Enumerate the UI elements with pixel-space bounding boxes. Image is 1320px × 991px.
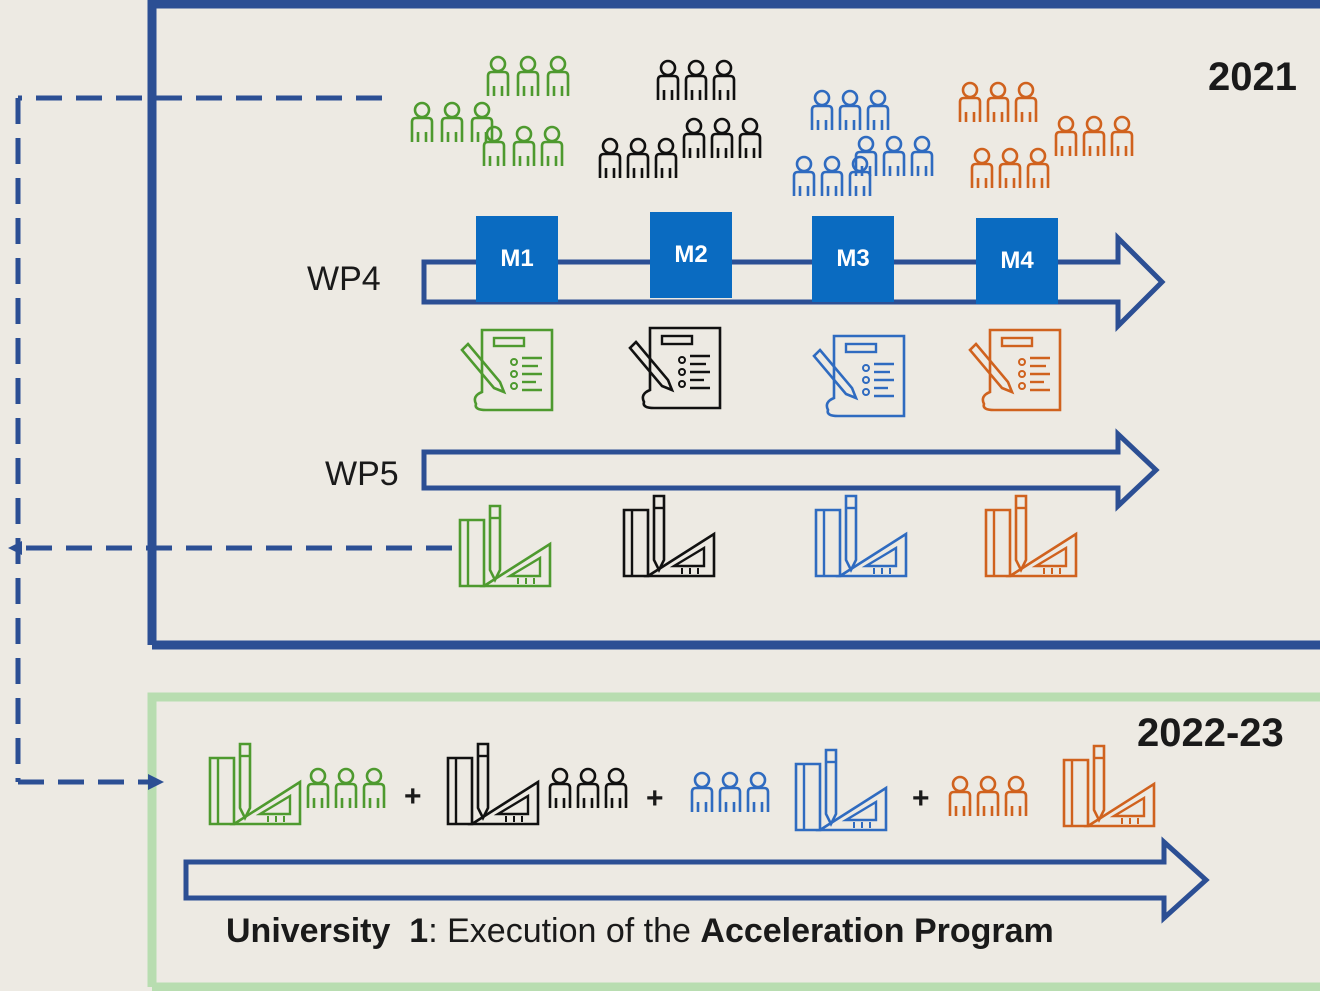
wp4-label: WP4 <box>307 260 381 298</box>
caption-acceleration: Acceleration <box>700 912 905 950</box>
checklist-document-icon <box>460 328 554 412</box>
checklist-document-icon <box>968 328 1062 412</box>
design-tools-icon <box>1062 744 1156 828</box>
wp4-arrow <box>421 231 1166 333</box>
design-tools-icon <box>458 504 552 588</box>
year-label-2021: 2021 <box>1208 55 1297 99</box>
people-group-icon <box>792 89 934 198</box>
design-tools-icon <box>814 494 908 578</box>
caption-text: : Execution of the <box>428 912 701 950</box>
plus-sign: + <box>404 780 422 813</box>
execution-arrow <box>183 836 1210 924</box>
plus-sign: + <box>646 782 664 815</box>
design-tools-icon <box>794 748 888 832</box>
plus-sign: + <box>912 782 930 815</box>
execution-caption: University 1: Execution of the Accelerat… <box>226 912 1054 951</box>
caption-space <box>904 912 913 950</box>
people-group-icon <box>306 767 386 810</box>
frame-2022-23 <box>147 692 1320 991</box>
wp5-arrow <box>421 428 1160 512</box>
people-group-icon <box>958 81 1134 190</box>
arrowhead-left-icon <box>8 541 22 555</box>
people-group-icon <box>948 775 1028 818</box>
people-group-icon <box>690 771 770 814</box>
year-label-2022-23: 2022-23 <box>1137 711 1284 755</box>
design-tools-icon <box>208 742 302 826</box>
milestone-m3: M3 <box>812 216 894 302</box>
caption-university: University 1 <box>226 912 429 950</box>
frame-2021 <box>147 0 1320 650</box>
dashed-flow-arrow <box>15 95 452 785</box>
people-group-icon <box>548 767 628 810</box>
milestone-m2: M2 <box>650 212 732 298</box>
checklist-document-icon <box>628 326 722 410</box>
people-group-icon <box>598 59 762 180</box>
design-tools-icon <box>984 494 1078 578</box>
design-tools-icon <box>446 742 540 826</box>
design-tools-icon <box>622 494 716 578</box>
arrowhead-right-icon <box>148 774 164 790</box>
checklist-document-icon <box>812 334 906 418</box>
milestone-m4: M4 <box>976 218 1058 304</box>
people-group-icon <box>410 55 570 168</box>
wp5-label: WP5 <box>325 455 399 493</box>
milestone-m1: M1 <box>476 216 558 302</box>
caption-program: Program <box>913 912 1054 950</box>
